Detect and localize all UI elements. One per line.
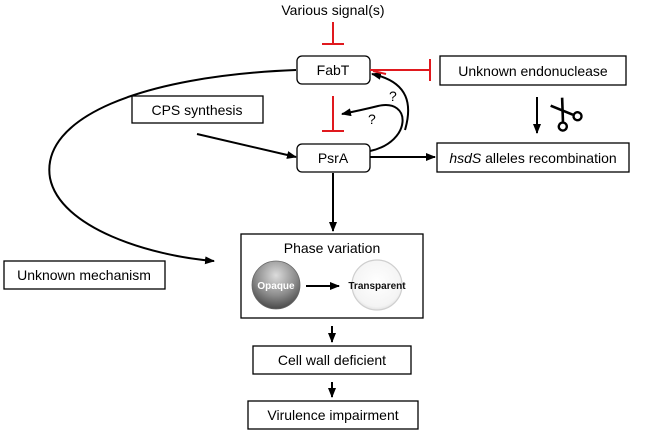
endonuclease-node: Unknown endonuclease: [439, 55, 627, 86]
virulence-node: Virulence impairment: [247, 400, 419, 430]
psra-to-psra-loop-arrow: [341, 104, 404, 152]
signals-to-fabt-inhibition: [322, 22, 344, 45]
hsds-gene-name: hsdS: [449, 150, 482, 166]
cell-wall-label: Cell wall deficient: [278, 352, 386, 368]
cps-label: CPS synthesis: [151, 102, 242, 118]
opaque-label: Opaque: [257, 281, 295, 292]
psra-to-fabt-red-tip: [372, 70, 387, 75]
question-mark-2: ?: [368, 111, 376, 127]
cps-to-psra-arrow: [196, 133, 297, 159]
psra-node: PsrA: [296, 143, 371, 173]
fabt-node: FabT: [296, 55, 371, 85]
mechanism-node: Unknown mechanism: [3, 260, 166, 290]
hsds-label-rest: alleles recombination: [481, 150, 616, 166]
hsds-label: hsdS alleles recombination: [449, 150, 616, 166]
fabt-to-psra-inhibition: [322, 96, 344, 132]
fabt-to-phase-arrow: [48, 69, 297, 265]
scissors-icon: [550, 97, 583, 132]
phase-variation-node: Phase variation Opaque Transparent: [240, 233, 424, 319]
mechanism-label: Unknown mechanism: [17, 267, 151, 283]
psra-label: PsrA: [318, 150, 349, 166]
cell-wall-node: Cell wall deficient: [252, 345, 412, 375]
opaque-colony: Opaque: [251, 260, 301, 310]
fabt-label: FabT: [317, 62, 350, 78]
transparent-colony: Transparent: [348, 259, 406, 311]
hsds-node: hsdS alleles recombination: [436, 142, 630, 173]
endonuclease-label: Unknown endonuclease: [458, 63, 608, 79]
fabt-to-endonuclease-inhibition: [370, 59, 431, 81]
phase-variation-title: Phase variation: [284, 240, 381, 256]
question-mark-1: ?: [389, 88, 397, 104]
cps-node: CPS synthesis: [131, 95, 264, 124]
psra-to-fabt-loop-arrow: [371, 71, 410, 131]
transparent-label: Transparent: [348, 281, 406, 292]
signals-label: Various signal(s): [281, 2, 384, 18]
virulence-label: Virulence impairment: [267, 407, 398, 423]
